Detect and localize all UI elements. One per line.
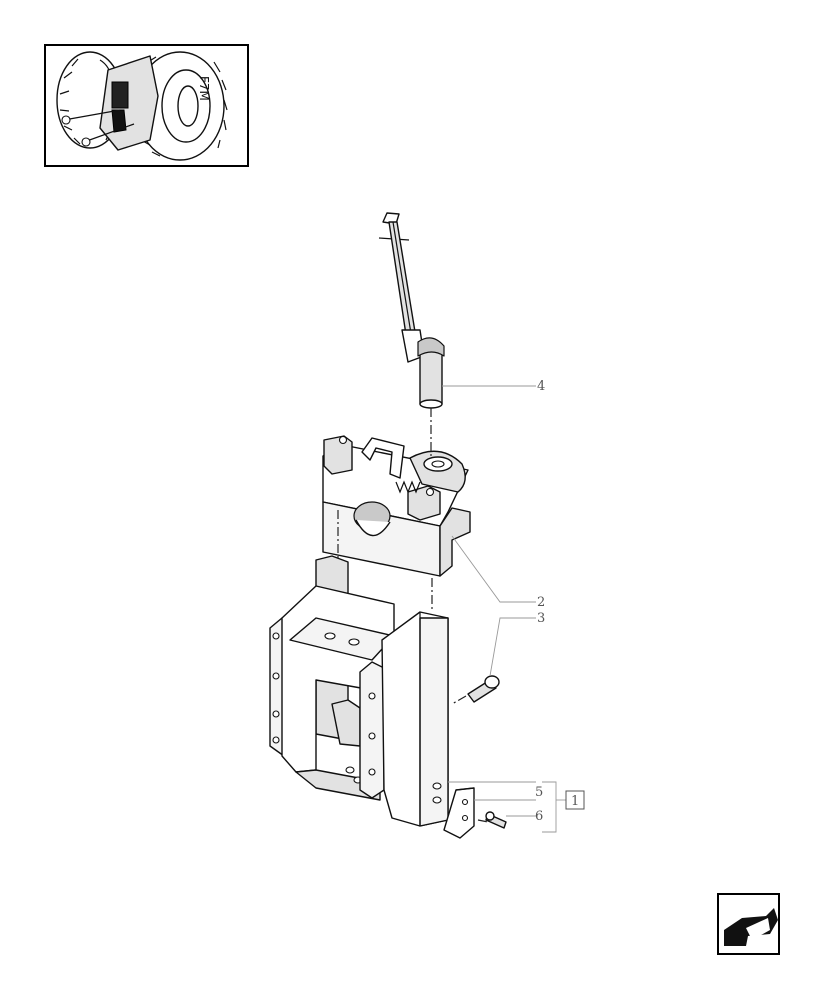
tractor-location-icon[interactable]: F7M [44,44,249,167]
hitch-guide-frame [269,555,449,827]
leader-lines [442,385,566,833]
callout-3: 3 [537,611,545,626]
assembly-centerlines [337,408,489,823]
kit-reference-box[interactable]: 1 [565,790,585,810]
callout-6: 6 [535,809,543,824]
part-2-hitch-block [322,435,471,577]
part-6-screw [485,811,507,829]
part-4-hitch-pin [378,212,445,409]
thumbnail-engraved-text: F7M [197,76,211,101]
return-arrow-icon[interactable] [717,893,780,955]
part-3-bolt [467,675,500,703]
part-5-bracket [443,787,475,839]
callout-2: 2 [537,595,545,610]
kit-reference-label: 1 [571,794,579,809]
callouts: 4 2 3 5 6 [535,379,545,824]
callout-4: 4 [537,379,545,394]
callout-5: 5 [535,785,543,800]
